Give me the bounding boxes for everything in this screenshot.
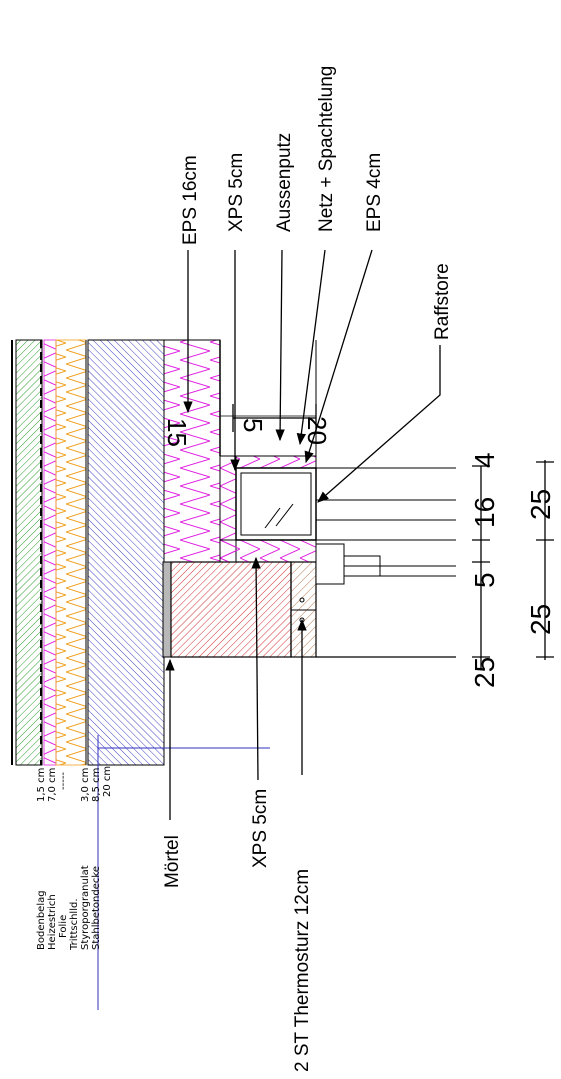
layer-name-0: Bodenbelag: [36, 890, 47, 950]
dim-5b: 5: [469, 572, 500, 588]
window-frame: [315, 543, 345, 585]
dim-15: 15: [162, 418, 192, 447]
dimension-numbers: 15 5 20 4 16 5 25 25 25: [162, 416, 556, 688]
eps4-band: [235, 455, 317, 469]
wall-section: [162, 339, 456, 658]
eps16-insulation: [163, 339, 221, 563]
raffstore-inner: [240, 472, 312, 536]
bottom-labels: Mörtel XPS 5cm 2 ST Thermosturz 12cm: [162, 789, 313, 1072]
layer-legend: Bodenbelag Heizestrich Folie Trittschlld…: [36, 766, 113, 951]
raffstore-box: [235, 467, 317, 541]
xps5-band: [219, 539, 317, 563]
label-netz: Netz + Spachtelung: [316, 66, 337, 232]
styroporgranulat-layer: [55, 339, 87, 766]
layer-thickness-4: 8,5 cm: [91, 768, 102, 802]
label-moertel: Mörtel: [162, 835, 183, 888]
layer-thickness-3: 3,0 cm: [80, 768, 91, 802]
dim-20: 20: [302, 416, 332, 445]
floor-layers: [11, 339, 165, 766]
dim-25a: 25: [469, 657, 500, 688]
layer-name-2: Folie: [58, 915, 69, 938]
layer-name-4: Styroporgranulat: [80, 865, 91, 950]
stahlbetondecke-layer: [87, 339, 165, 766]
masonry-block: [170, 561, 292, 658]
label-eps4: EPS 4cm: [364, 153, 385, 232]
layer-thickness-1: 7,0 cm: [47, 768, 58, 802]
dim-16: 16: [469, 497, 500, 528]
label-aussenputz: Aussenputz: [274, 133, 295, 232]
dim-5: 5: [238, 418, 268, 432]
trittschall-layer: [43, 339, 57, 766]
layer-name-5: Stahlbetondecke: [91, 866, 102, 950]
reference-lines: [97, 735, 270, 1010]
top-labels: EPS 16cm XPS 5cm Aussenputz Netz + Spach…: [180, 66, 453, 340]
label-thermosturz: 2 ST Thermosturz 12cm: [292, 869, 313, 1072]
dim-25b: 25: [525, 489, 556, 520]
label-xps5-bottom: XPS 5cm: [250, 789, 271, 868]
moertel-strip: [162, 561, 172, 658]
layer-name-1: Heizestrich: [47, 894, 58, 950]
layer-thickness-0: 1,5 cm: [36, 768, 47, 802]
leader-lines: [165, 249, 554, 820]
label-xps5-top: XPS 5cm: [226, 153, 247, 232]
layer-name-3: Trittschlld.: [69, 899, 80, 952]
dim-25c: 25: [525, 604, 556, 635]
label-raffstore: Raffstore: [432, 263, 453, 340]
heizestrich-layer: [15, 339, 43, 766]
label-eps16: EPS 16cm: [180, 155, 201, 245]
layer-thickness-2: -----: [58, 772, 69, 790]
layer-thickness-5: 20 cm: [102, 766, 113, 797]
dim-4: 4: [469, 452, 500, 468]
